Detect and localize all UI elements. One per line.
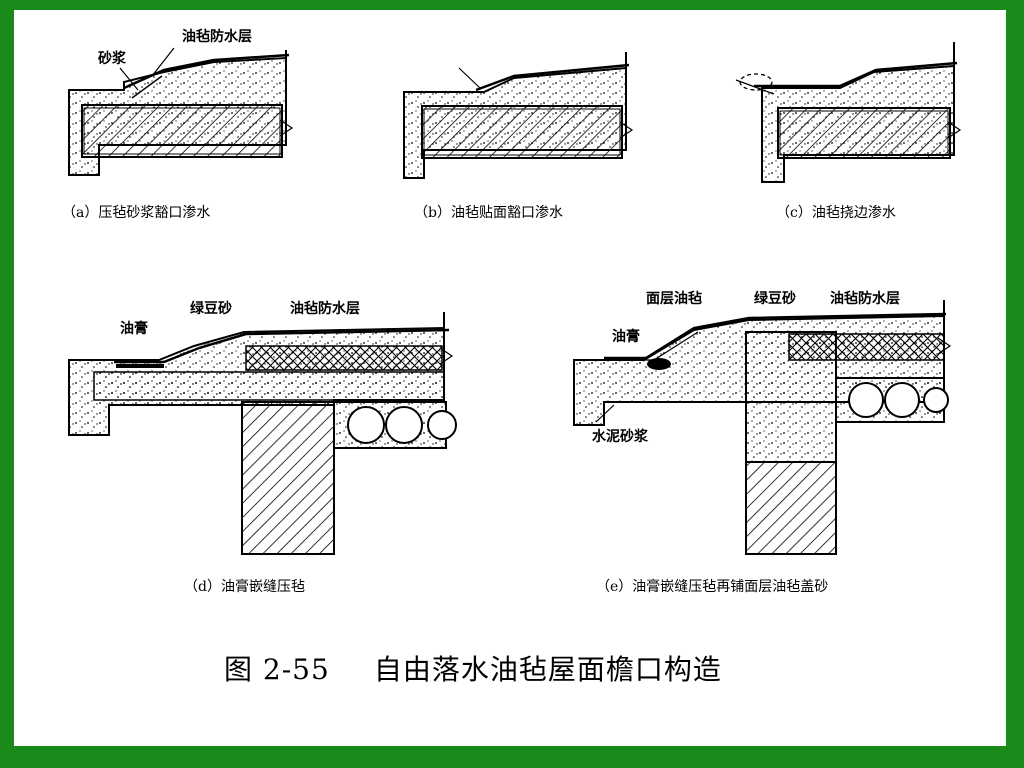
label-cement-mortar-e: 水泥砂浆 xyxy=(592,429,648,445)
label-felt-waterproof-layer-a: 油毡防水层 xyxy=(182,29,252,45)
label-felt-waterproof-layer-e: 油毡防水层 xyxy=(830,291,900,307)
figure-title-text: 自由落水油毡屋面檐口构造 xyxy=(373,653,722,686)
panel-e-drawing xyxy=(573,300,952,555)
caption-panel-b: （b）油毡贴面豁口渗水 xyxy=(414,205,563,221)
caption-panel-a: （a）压毡砂浆豁口渗水 xyxy=(62,205,211,221)
panel-c-drawing xyxy=(735,42,962,183)
construction-drawings xyxy=(68,42,962,555)
label-mastic-d: 油膏 xyxy=(120,321,148,337)
figure-number: 图 2-55 xyxy=(224,653,330,686)
panel-a-drawing xyxy=(68,47,294,176)
label-mung-bean-sand-e: 绿豆砂 xyxy=(754,291,796,307)
label-surface-felt-e: 面层油毡 xyxy=(646,291,702,307)
panel-b-drawing xyxy=(403,52,634,179)
caption-panel-d: （d）油膏嵌缝压毡 xyxy=(184,579,305,595)
caption-panel-e: （e）油膏嵌缝压毡再铺面层油毡盖砂 xyxy=(596,579,829,595)
figure-title: 图 2-55 自由落水油毡屋面檐口构造 xyxy=(224,648,722,688)
figure-canvas: 砂浆 油毡防水层 油膏 绿豆砂 油毡防水层 面层油毡 绿豆砂 油毡防水层 油膏 … xyxy=(14,10,1006,746)
label-felt-waterproof-layer-d: 油毡防水层 xyxy=(290,301,360,317)
panel-d-drawing xyxy=(68,312,457,555)
label-mastic-e: 油膏 xyxy=(612,329,640,345)
label-mortar: 砂浆 xyxy=(98,51,126,67)
caption-panel-c: （c）油毡挠边渗水 xyxy=(776,205,896,221)
label-mung-bean-sand-d: 绿豆砂 xyxy=(190,301,232,317)
